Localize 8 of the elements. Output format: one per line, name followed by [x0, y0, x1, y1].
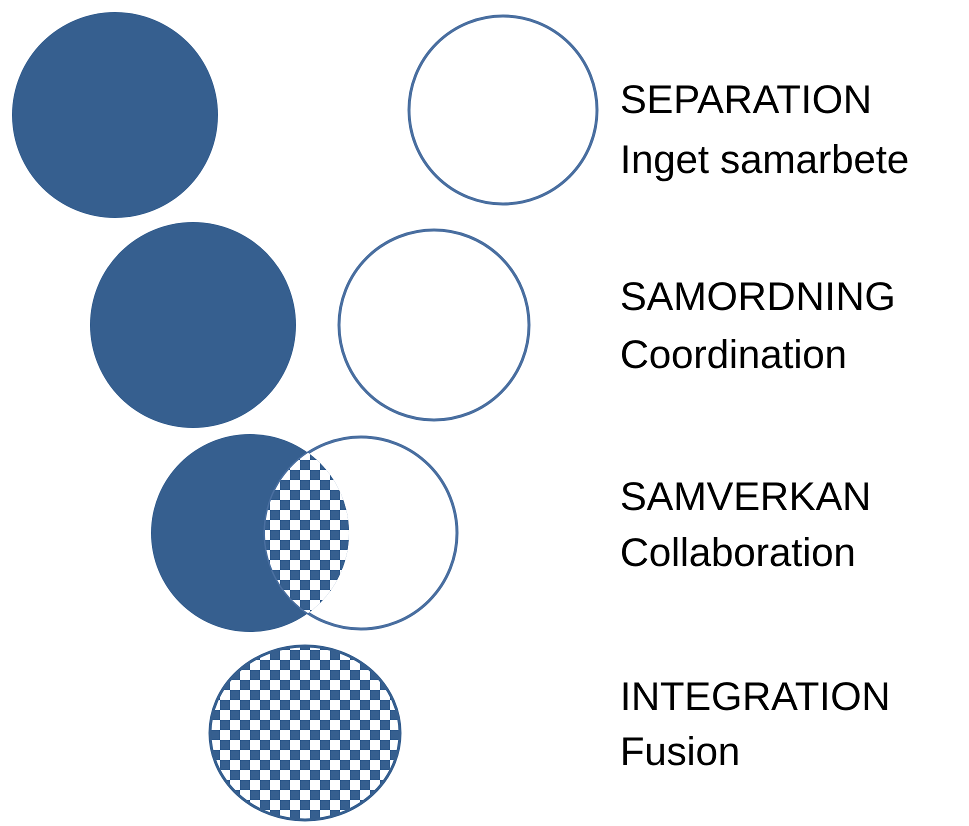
- level-name: SEPARATION: [620, 77, 872, 123]
- level-name: INTEGRATION: [620, 674, 890, 720]
- level-name: SAMVERKAN: [620, 474, 872, 520]
- level-description: Fusion: [620, 729, 740, 775]
- level-description: Inget samarbete: [620, 137, 910, 183]
- level-name: SAMORDNING: [620, 274, 896, 320]
- level-description: Collaboration: [620, 530, 856, 576]
- level-description: Coordination: [620, 332, 847, 378]
